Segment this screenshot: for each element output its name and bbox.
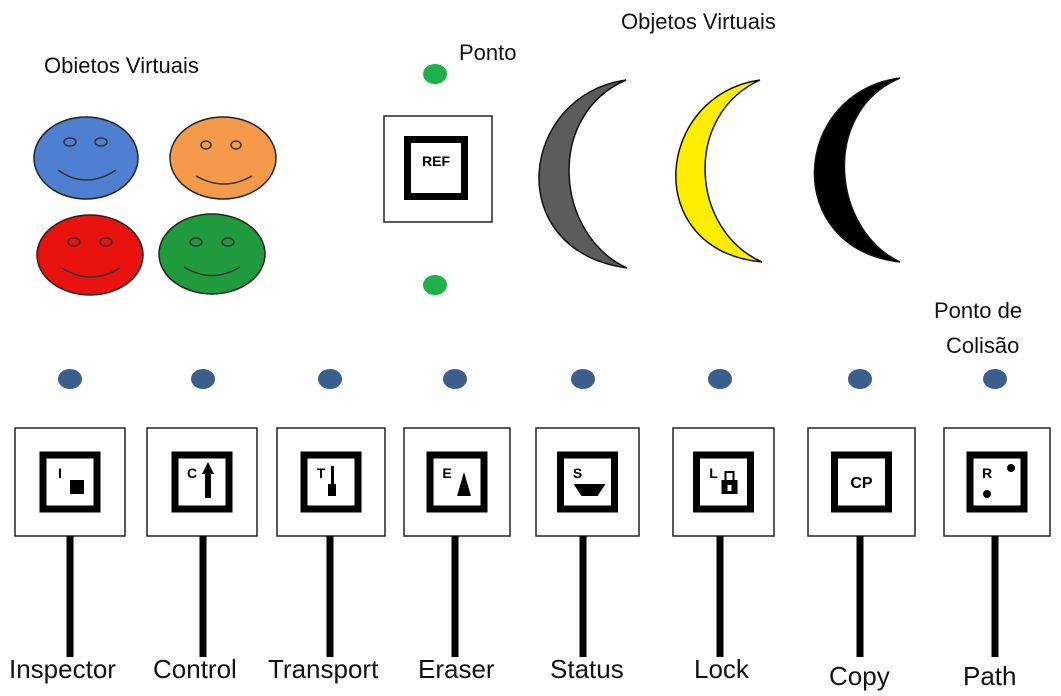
marker-stick (66, 536, 74, 657)
marker-stick (716, 536, 724, 657)
triangle-icon (457, 472, 471, 496)
marker-letter: L (709, 465, 718, 481)
marker-frame (171, 451, 233, 513)
tool-label-copy: Copy (829, 661, 890, 691)
smiley-eye (189, 237, 203, 247)
tool-label-control: Control (153, 654, 237, 684)
smiley-eye (67, 237, 81, 247)
marker-letter: T (317, 465, 326, 481)
rod-icon (331, 466, 334, 484)
tool-copy: CP (807, 369, 916, 657)
collision-point-dot (318, 369, 342, 389)
tool-path: R (943, 369, 1051, 657)
smiley-face (33, 116, 139, 200)
collision-point-dot (848, 369, 872, 389)
tool-label-lock: Lock (694, 654, 749, 684)
tool-label-path: Path (963, 661, 1017, 691)
virtual-objects-label-left: Obietos Virtuais (44, 53, 199, 78)
point-label: Ponto (459, 40, 517, 65)
marker-card (146, 427, 258, 537)
dot-icon (1007, 464, 1015, 472)
marker-card (535, 427, 640, 537)
tool-label-inspector: Inspector (9, 654, 116, 684)
marker-letter: S (573, 465, 582, 481)
tool-label-status: Status (550, 654, 624, 684)
padlock-keyhole (727, 485, 732, 491)
smiley-eye (94, 137, 108, 147)
marker-letter: CP (850, 475, 873, 492)
smiley-eye (63, 137, 77, 147)
padlock-shackle (724, 471, 735, 480)
collision-point-dot (191, 369, 215, 389)
tool-status: S (535, 369, 640, 657)
marker-stick (856, 536, 864, 657)
crescent-moon-gray (538, 79, 628, 269)
smiley-mouth (57, 169, 117, 181)
marker-frame (693, 451, 754, 513)
smiley-face (36, 214, 144, 296)
point-dot-top (423, 64, 447, 84)
marker-frame (831, 451, 892, 513)
arrow-shaft (205, 473, 211, 498)
marker-letter: I (58, 465, 62, 481)
marker-frame (39, 451, 101, 513)
smiley-face-red (36, 214, 144, 296)
collision-point-dot (58, 369, 82, 389)
marker-frame (300, 451, 362, 513)
collision-point-dot (708, 369, 732, 389)
tool-markers: I C T E S L CP R (14, 369, 1051, 657)
smiley-eye (221, 237, 235, 247)
smiley-mouth (183, 266, 241, 277)
marker-frame (966, 451, 1028, 513)
marker-stick (199, 536, 207, 657)
tool-transport: T (276, 369, 386, 657)
collision-point-label-line1: Ponto de (934, 298, 1023, 323)
marker-frame (557, 451, 618, 513)
smiley-eye (230, 140, 242, 150)
dot-icon (983, 490, 991, 498)
tool-eraser: E (403, 369, 511, 657)
tool-label-eraser: Eraser (418, 654, 495, 684)
virtual-objects-label-right: Objetos Virtuais (621, 9, 776, 34)
crescent-moon-yellow (675, 79, 763, 263)
marker-card (403, 427, 511, 537)
smiley-face (158, 213, 266, 295)
marker-letter: C (187, 465, 197, 481)
marker-stick (451, 536, 459, 657)
collision-point-label-line2: Colisão (946, 333, 1020, 358)
smiley-face (169, 116, 277, 200)
rod-base (328, 484, 336, 496)
marker-card (807, 427, 916, 537)
reference-marker-symbol: REF (422, 153, 450, 169)
smiley-eye (200, 140, 212, 150)
point-dot-bottom (423, 275, 447, 295)
marker-frame (426, 451, 488, 513)
marker-letter: E (442, 465, 451, 481)
collision-point-dot (983, 369, 1007, 389)
smiley-mouth (195, 175, 253, 185)
tool-label-transport: Transport (268, 654, 379, 684)
crescent-moon-black (813, 77, 901, 263)
marker-stick (991, 536, 999, 657)
tool-lock: L (672, 369, 775, 657)
bowl-icon (573, 484, 606, 496)
smiley-mouth (61, 267, 121, 278)
marker-stick (326, 536, 334, 657)
square-icon (70, 480, 84, 494)
collision-point-dot (443, 369, 467, 389)
smiley-eye (99, 237, 113, 247)
collision-point-dot (571, 369, 595, 389)
tool-inspector: I (14, 369, 126, 657)
marker-stick (579, 536, 587, 657)
smiley-face-orange (169, 116, 277, 200)
marker-letter: R (982, 465, 992, 481)
marker-card (943, 427, 1051, 537)
arrow-up-icon (202, 462, 214, 474)
smiley-face-green (158, 213, 266, 295)
smiley-face-blue (33, 116, 139, 200)
reference-marker: REF (383, 115, 493, 223)
tool-control: C (146, 369, 258, 657)
